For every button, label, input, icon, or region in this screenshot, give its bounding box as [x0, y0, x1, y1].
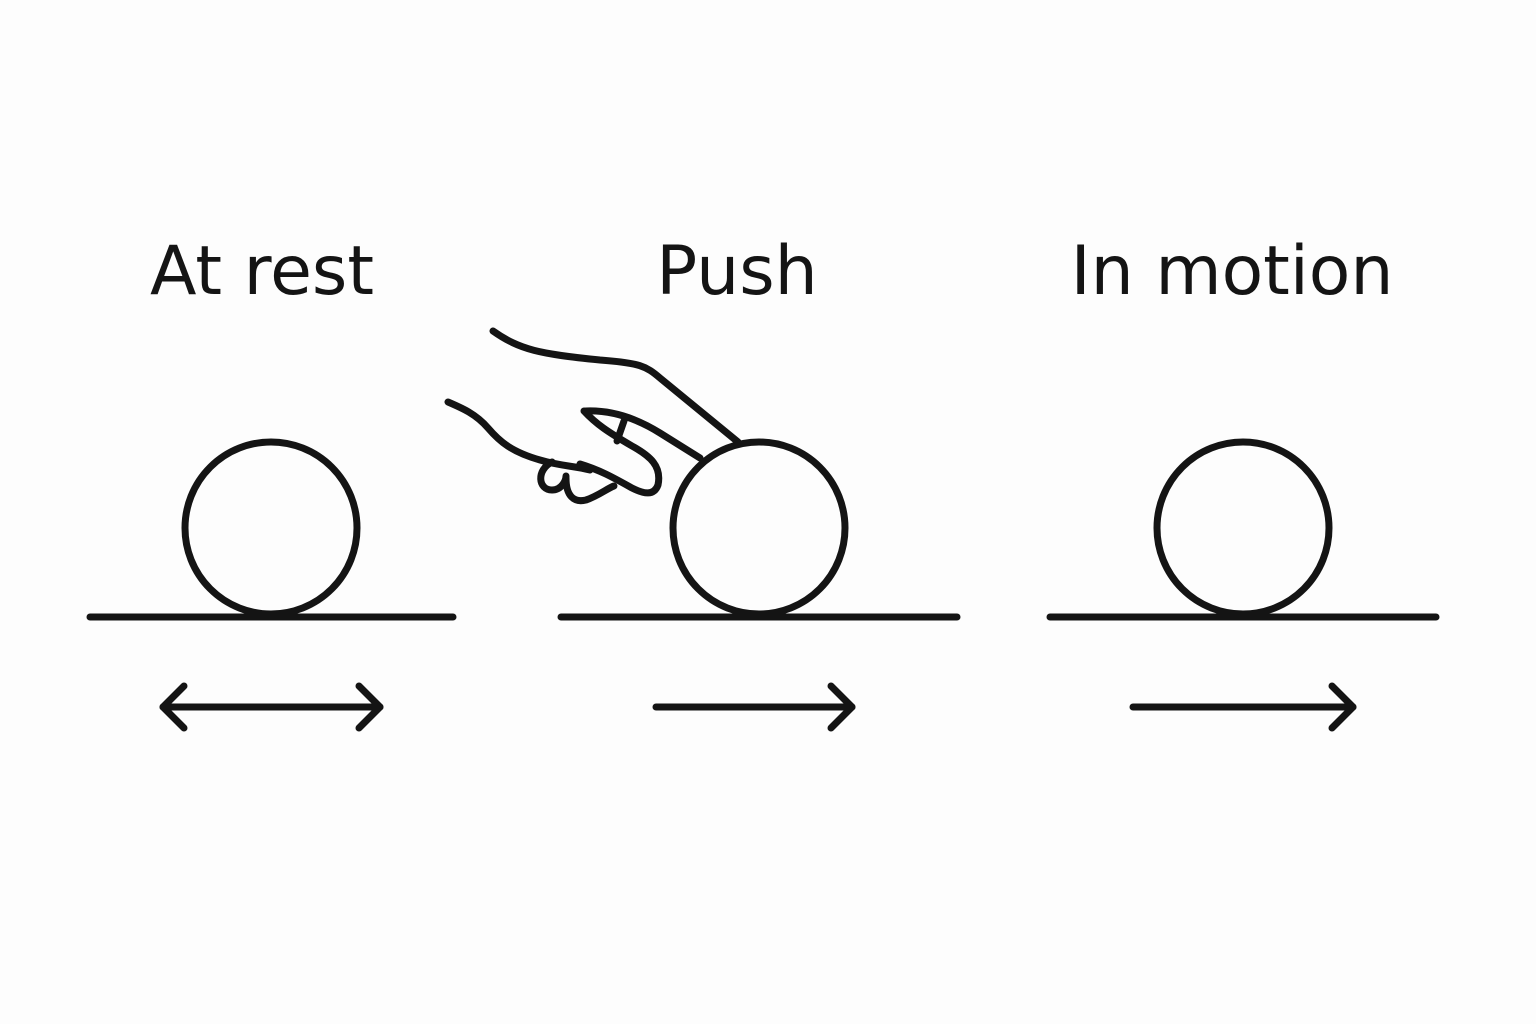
panel-in-motion: In motion — [1046, 232, 1440, 732]
ball-icon — [1153, 438, 1333, 618]
panel-push: Push — [444, 232, 961, 732]
ball-icon — [181, 438, 361, 618]
ball-icon — [669, 438, 849, 618]
panel-title-at-rest: At rest — [150, 232, 374, 311]
hand-icon — [444, 327, 742, 505]
right-arrow-icon — [1129, 682, 1357, 732]
double-arrow-icon — [159, 682, 384, 732]
right-arrow-icon — [652, 682, 856, 732]
panel-at-rest: At rest — [86, 232, 457, 732]
panel-title-push: Push — [656, 232, 817, 311]
panel-title-in-motion: In motion — [1071, 232, 1394, 311]
